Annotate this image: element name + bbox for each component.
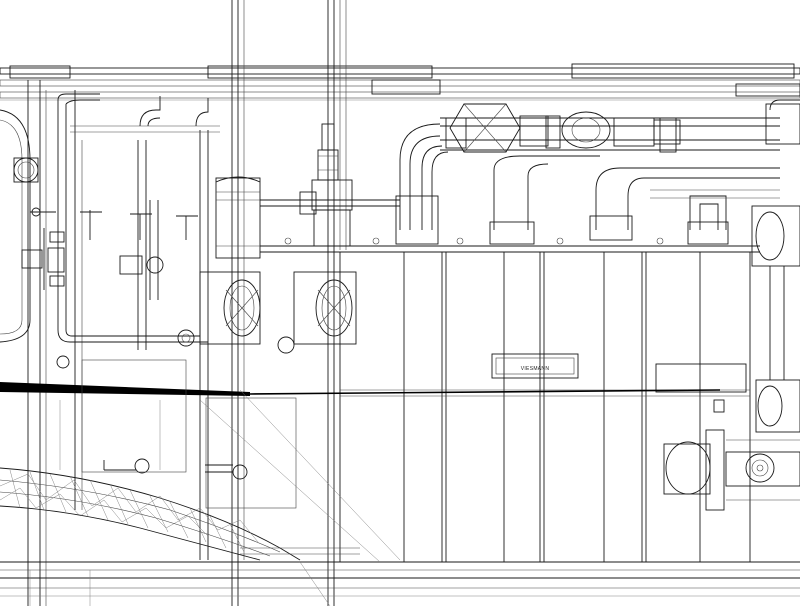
left-valve-cluster (21, 228, 65, 290)
buffer-tank (215, 176, 400, 259)
circulation-pump-right (293, 271, 357, 345)
left-expansion-vessel (0, 109, 39, 343)
section-line (0, 382, 721, 396)
top-manifold (399, 103, 780, 230)
right-riser (751, 99, 800, 433)
boiler-header-rail (260, 237, 760, 253)
boiler-cabinet: VIESMANN (339, 251, 751, 563)
flue-duct-mesh (0, 467, 301, 561)
circulation-pump-left (199, 271, 261, 345)
safety-valve-assembly (299, 123, 353, 247)
diagonal-guides (59, 359, 401, 563)
burner-unit (663, 429, 800, 511)
nameplate-text: VIESMANN (521, 366, 550, 372)
left-pipework (30, 93, 295, 480)
manifold-flanges (395, 115, 729, 245)
vertical-risers (27, 0, 347, 606)
ceiling-beams (0, 63, 800, 101)
floor-lines (0, 547, 800, 606)
